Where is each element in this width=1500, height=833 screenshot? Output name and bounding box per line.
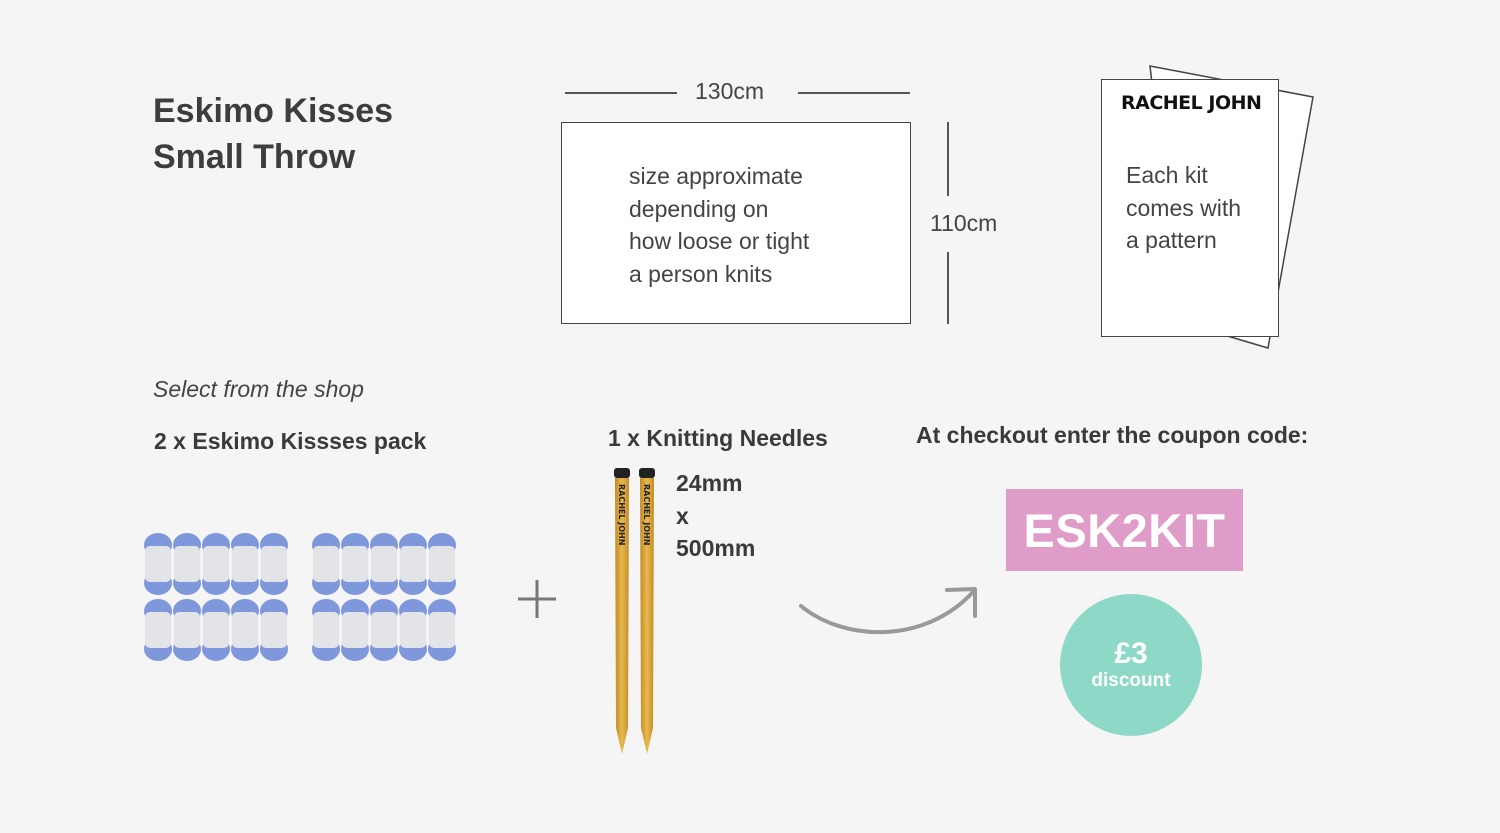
height-dimension-line-top bbox=[947, 122, 949, 196]
select-from-shop-label: Select from the shop bbox=[153, 376, 364, 402]
pattern-note: Each kit comes with a pattern bbox=[1126, 162, 1242, 253]
curved-arrow-icon bbox=[799, 587, 977, 635]
size-note: size approximate depending on how loose … bbox=[629, 163, 810, 287]
needle-right bbox=[639, 468, 655, 754]
yarn-packs bbox=[144, 533, 456, 661]
coupon-code: ESK2KIT bbox=[1006, 489, 1243, 571]
discount-badge: £3 discount bbox=[1060, 594, 1202, 736]
page-title: Eskimo Kisses Small Throw bbox=[153, 88, 393, 180]
throw-size-box bbox=[561, 122, 911, 324]
width-dimension-line-right bbox=[798, 92, 910, 94]
knitting-needle-icon: RACHEL JOHN RACHEL JOHN bbox=[614, 468, 655, 754]
height-label: 110cm bbox=[930, 210, 998, 236]
coupon-instruction: At checkout enter the coupon code: bbox=[916, 422, 1309, 448]
yarn-pack-label: 2 x Eskimo Kissses pack bbox=[154, 428, 427, 454]
title-line-2: Small Throw bbox=[153, 138, 356, 176]
yarn-pack-2 bbox=[312, 533, 456, 661]
yarn-pack-1 bbox=[144, 533, 288, 661]
needle-brand-right: RACHEL JOHN bbox=[642, 484, 651, 545]
needle-brand-left: RACHEL JOHN bbox=[617, 484, 626, 545]
width-dimension-line-left bbox=[565, 92, 677, 94]
title-line-1: Eskimo Kisses bbox=[153, 92, 394, 130]
discount-text: discount bbox=[1091, 670, 1171, 691]
plus-icon bbox=[518, 580, 556, 618]
pattern-card bbox=[1101, 79, 1279, 337]
discount-amount: £3 bbox=[1114, 637, 1148, 670]
height-dimension-line-bottom bbox=[947, 252, 949, 324]
needles-label: 1 x Knitting Needles bbox=[608, 425, 828, 451]
needle-size: 24mm x 500mm bbox=[676, 470, 756, 561]
pattern-brand-logo: RACHEL JOHN bbox=[1121, 92, 1262, 114]
width-label: 130cm bbox=[695, 78, 765, 104]
needle-left bbox=[614, 468, 630, 754]
